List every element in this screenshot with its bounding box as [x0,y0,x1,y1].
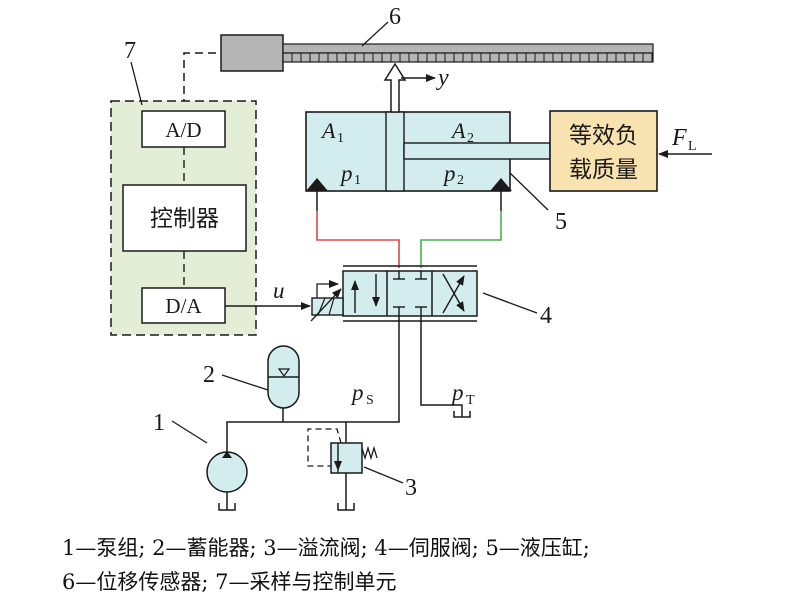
sensor-scale-track [282,52,654,63]
controller-box [122,184,247,252]
displacement-sensor [220,34,654,72]
da-converter-box [141,287,226,324]
callout-4-leader [482,292,538,314]
sensor-head [220,34,284,72]
callout-6: 6 [389,4,401,30]
controller-label: 控制器 [150,206,219,232]
label-p2-sub: 2 [457,173,464,188]
da-converter-label: D/A [165,294,202,318]
label-p1-sub: 1 [354,173,361,188]
pump-tank [218,503,236,511]
ad-converter-label: A/D [165,118,201,142]
callout-2-leader [221,374,269,391]
valve-feedback-arrow [316,280,339,298]
port-a-marker [306,178,328,191]
callout-3: 3 [405,475,417,501]
supply-pressure-sub: S [366,393,374,408]
valve-body [342,270,478,317]
load-force-f: F [671,125,687,151]
callout-7: 7 [124,38,136,64]
sensor-scale [282,52,654,63]
line-port-a [316,211,400,268]
accumulator-level-marker [277,368,291,378]
load-mass-box [549,110,658,192]
supply-pressure-p: p [350,380,364,405]
control-signal-u: u [273,278,285,303]
piston [385,111,405,192]
callout-1: 1 [153,410,165,436]
callout-1-leader [171,420,208,444]
callout-4: 4 [540,303,552,329]
relief-valve [307,428,378,511]
valve-cross-arrow-1 [442,275,465,314]
callout-5-leader [509,172,549,211]
valve-proportional-arrow [310,288,342,322]
servo-valve [310,265,478,322]
valve-cross-arrow-2 [442,273,465,312]
caption-line-2: 6—位移传感器; 7—采样与控制单元 [62,570,397,594]
hydraulic-cylinder [305,111,551,192]
label-a1: A [320,118,336,143]
callout-7-leader [130,61,143,106]
piston-rod [403,142,551,160]
pump [206,451,248,511]
label-p2: p [442,161,456,186]
relief-spring [361,445,378,461]
accumulator [267,345,300,409]
relief-tank [337,503,355,511]
valve-solenoid [311,297,344,316]
label-a2-sub: 2 [467,131,474,146]
line-port-b [420,211,502,268]
label-a1-sub: 1 [337,131,344,146]
load-force-sub: L [688,139,697,154]
callout-6-leader [361,21,389,47]
relief-pilot-line [307,428,342,467]
return-pressure-sub: T [466,393,475,408]
port-b-marker [490,178,512,191]
displacement-arrow [383,62,407,113]
return-line [420,316,463,417]
callout-5: 5 [555,209,567,235]
relief-valve-body [330,442,363,474]
sensor-signal-line [183,52,216,102]
displacement-y: y [436,65,449,91]
load-mass-label-line2: 载质量 [569,157,638,183]
pump-direction-marker [222,451,232,458]
caption-line-1: 1—泵组; 2—蓄能器; 3—溢流阀; 4—伺服阀; 5—液压缸; [62,536,590,560]
label-a2: A [450,118,466,143]
tank-t [453,411,471,418]
callout-3-leader [363,466,404,484]
label-p1: p [339,161,353,186]
sensor-rod [282,43,654,54]
return-pressure-p: p [450,380,464,405]
load-mass-label-line1: 等效负 [569,123,638,149]
supply-line [226,316,400,452]
callout-2: 2 [203,362,215,388]
